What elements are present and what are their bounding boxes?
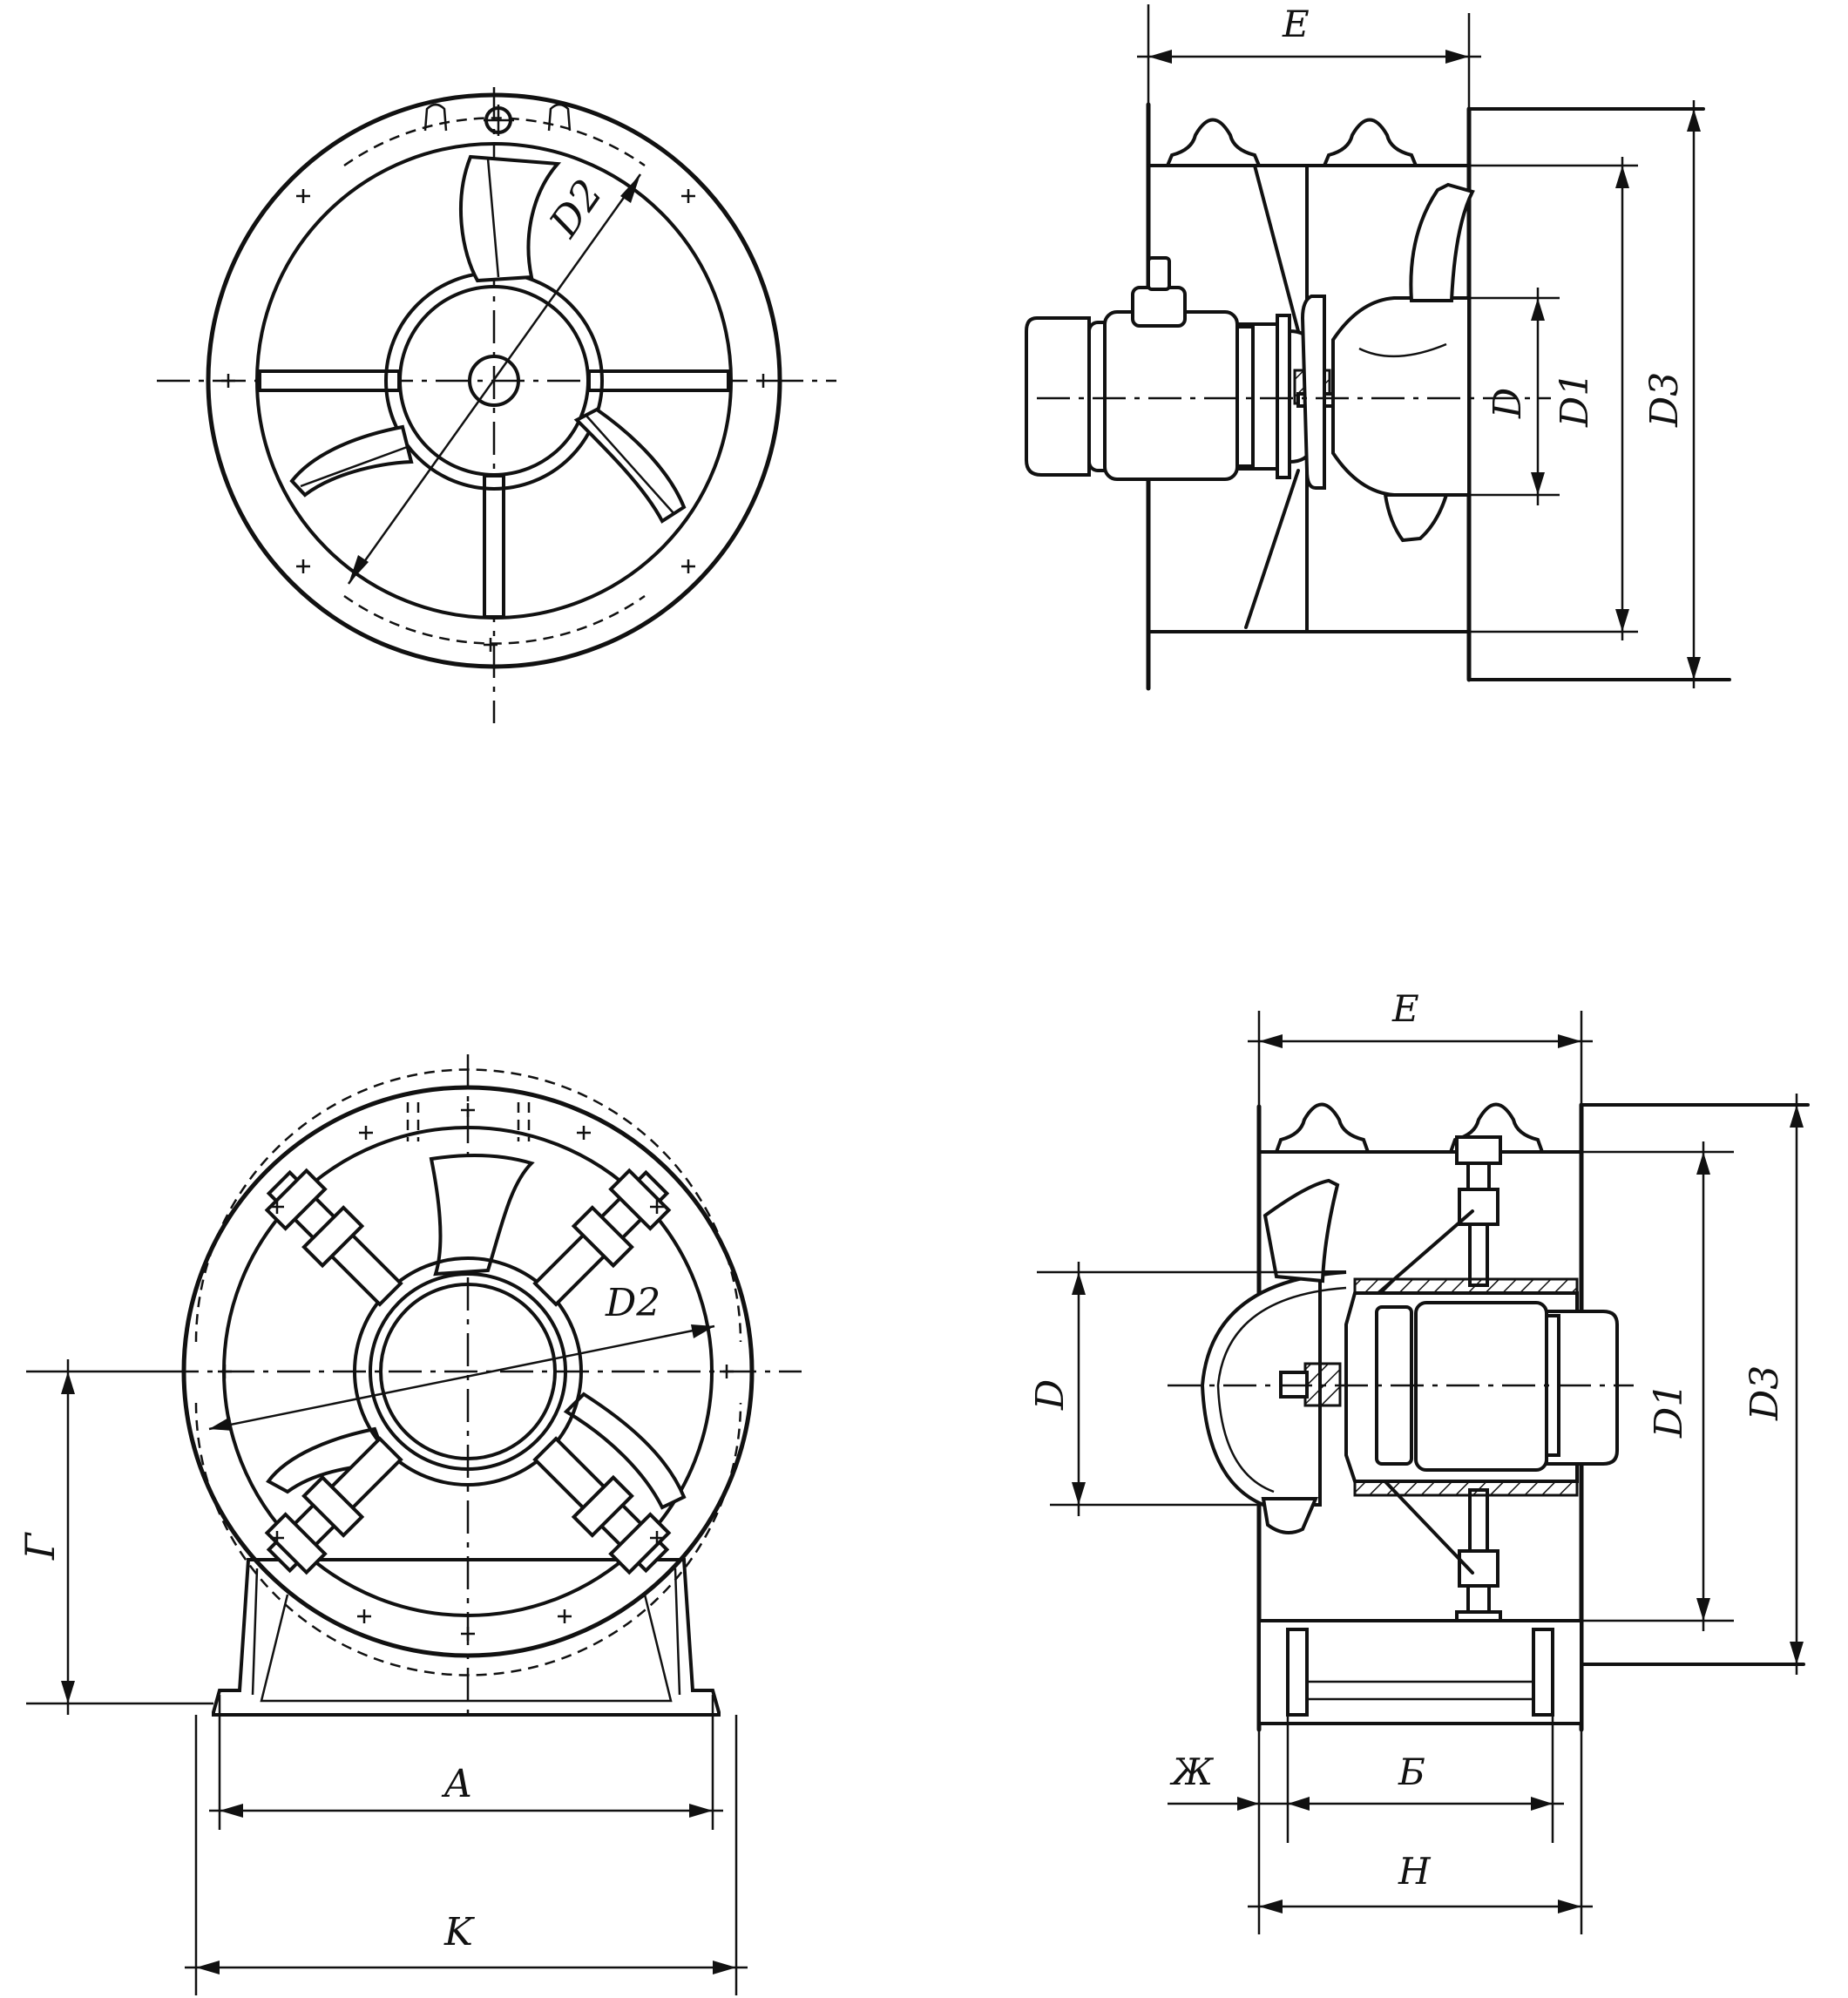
fig4-d3-label: D3	[1743, 1365, 1787, 1421]
fig3-g-label: Г	[17, 1532, 64, 1561]
fig4-e-label: E	[1391, 987, 1419, 1030]
fig4-blade-top	[1262, 1178, 1340, 1283]
fig3-hub-outer	[353, 1256, 583, 1487]
fig4-strut-clamps	[1455, 1135, 1502, 1640]
fig2-e-label: E	[1282, 3, 1310, 45]
fig3-d2-dimension-line	[208, 1324, 715, 1431]
fig3-a-label: A	[441, 1762, 472, 1806]
fig3-stand	[212, 1558, 721, 1717]
fig4-blade-bottom	[1261, 1497, 1319, 1534]
fig4-motor	[1279, 1277, 1619, 1497]
fig1-bolt-marks	[221, 189, 770, 652]
fig4-zh-label: Ж	[1169, 1751, 1215, 1793]
figure-4-side-view-base: E	[1028, 987, 1810, 1934]
fig2-d3-label: D3	[1642, 372, 1687, 428]
figure-2-side-view: E	[1025, 3, 1731, 691]
fig4-d1-label: D1	[1647, 1383, 1691, 1439]
fig1-hub-inner	[398, 285, 590, 477]
fig4-nose-cone	[1200, 1270, 1347, 1507]
fig2-lifting-lug-1	[1165, 118, 1262, 167]
fig4-base-frame	[1257, 1619, 1583, 1725]
fig3-d2-label: D2	[605, 1281, 660, 1325]
fig1-shaft	[468, 355, 520, 407]
fig2-d-label: D	[1486, 388, 1530, 419]
fig4-lifting-lug-1	[1274, 1102, 1371, 1154]
fig4-d-label: D	[1028, 1379, 1073, 1411]
fig3-bolt-marks	[218, 1103, 734, 1641]
fig4-b-label: Б	[1398, 1751, 1425, 1793]
fig2-impeller	[1293, 182, 1475, 543]
fig2-d1-label: D1	[1553, 372, 1597, 428]
fig3-k-label: K	[443, 1910, 475, 1954]
figure-1-front-view: D2	[157, 87, 836, 723]
fig1-bolt-circle-bottom	[343, 594, 646, 645]
fig1-blades	[289, 154, 687, 524]
figure-3-front-view-stand: D2 Г A K	[17, 1054, 802, 1995]
fig1-d2-label: D2	[539, 171, 612, 246]
fig1-d2-dimension-line	[347, 173, 642, 585]
fig3-strut-clamps	[264, 1168, 672, 1575]
fig2-motor	[1025, 256, 1313, 481]
fig3-blades	[266, 1154, 687, 1510]
fig4-n-label: H	[1398, 1850, 1432, 1893]
fig2-lifting-lug-2	[1322, 118, 1418, 167]
